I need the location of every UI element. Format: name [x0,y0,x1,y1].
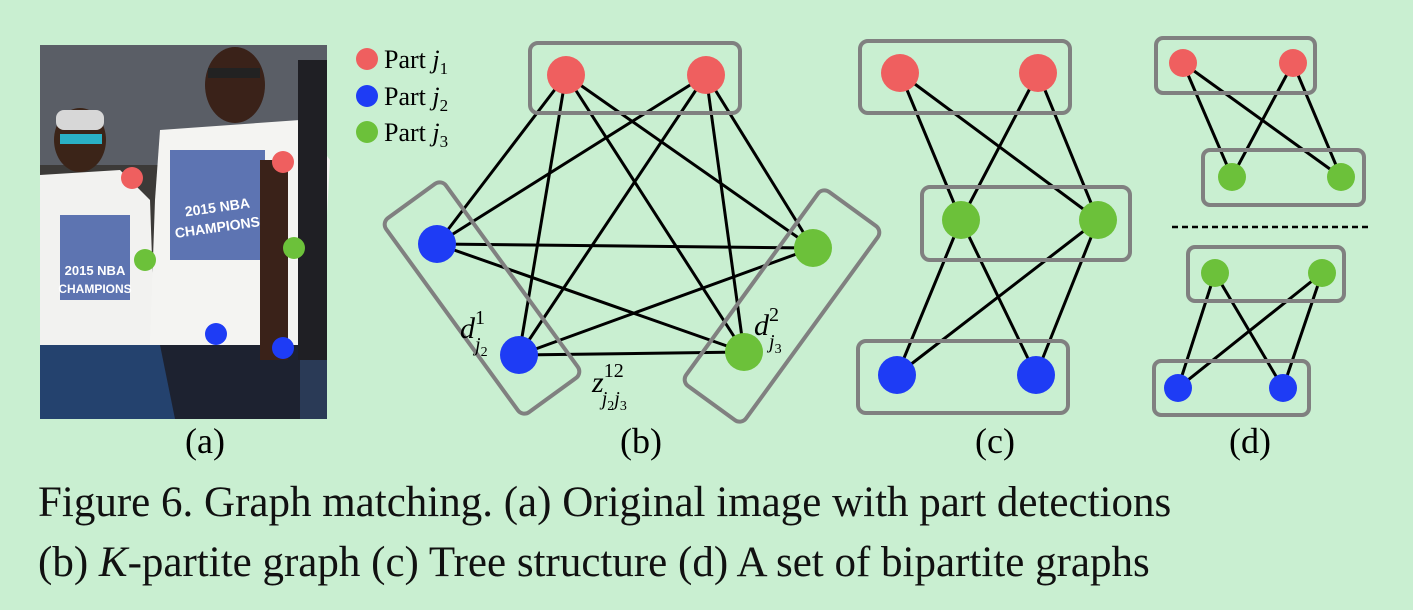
photo-detection-j1-left [121,167,143,189]
group-box-j2 [382,180,582,416]
panel-label-a: (a) [185,421,225,461]
tree-node-j3-b [1079,201,1117,239]
photo-detection-j3-left [134,249,156,271]
caption-line-2-post: -partite graph (c) Tree structure (d) A … [127,539,1150,586]
node-j3-a [794,229,832,267]
tree-node-j1-a [881,54,919,92]
caption-line-2-pre: (b) [38,539,99,586]
photo-detection-j1-right [272,151,294,173]
photo-detection-j2-right [272,337,294,359]
panel-label-d: (d) [1229,421,1271,461]
bip-top-node-j3-b [1327,163,1355,191]
legend-item-j2: Part j2 [356,82,448,115]
legend: Part j1 Part j2 Part j3 [356,45,448,151]
bip-bottom-box-j3 [1186,245,1346,303]
bip-bottom-node-j2-a [1164,374,1192,402]
shirt-text-2: CHAMPIONS [58,282,131,296]
legend-item-j1: Part j1 [356,45,448,78]
bip-bottom-box-j2 [1152,359,1311,417]
tree-node-j1-b [1019,54,1057,92]
node-j1-a [547,56,585,94]
caption-line-1: Figure 6. Graph matching. (a) Original i… [38,479,1172,526]
node-j2-b [500,336,538,374]
shirt-text-1: 2015 NBA [65,263,126,278]
bipartite-graphs [1152,36,1368,417]
tree-node-j2-a [878,356,916,394]
svg-text:Part j1: Part j1 [384,45,448,78]
panel-labels: (a) (b) (c) (d) [185,421,1271,461]
tree-structure-graph [856,39,1132,415]
node-j1-b [687,56,725,94]
tree-edges [895,71,1100,377]
svg-text:Part j2: Part j2 [384,82,448,115]
tree-box-j1 [858,39,1072,115]
bip-top-box-j3 [1201,148,1366,207]
bip-bottom-node-j3-b [1308,259,1336,287]
bip-top-node-j3-a [1218,163,1246,191]
bip-top-box-j1 [1154,36,1317,95]
tree-node-j2-b [1017,356,1055,394]
figure-graphics: 2015 NBA CHAMPIONS 2015 NBA CHAMPIONS Pa… [40,36,1368,461]
caption-k-symbol: K [98,539,128,586]
legend-item-j3: Part j3 [356,118,448,151]
photo-panel: 2015 NBA CHAMPIONS 2015 NBA CHAMPIONS [40,45,330,419]
bip-bottom-node-j3-a [1201,259,1229,287]
node-j3-b [725,333,763,371]
node-j2-a [418,225,456,263]
tree-box-j3 [920,185,1132,262]
bip-top-node-j1-a [1169,49,1197,77]
group-box-j1 [528,41,742,115]
tree-node-j3-a [942,201,980,239]
tree-box-j2 [856,339,1070,415]
panel-label-b: (b) [620,421,662,461]
svg-text:Part j3: Part j3 [384,118,448,151]
group-box-j3 [682,188,882,424]
bipartite-bottom-edges [1176,271,1324,390]
photo-detection-j3-right [283,237,305,259]
panel-label-c: (c) [975,421,1015,461]
photo-detection-j2-left [205,323,227,345]
bip-top-node-j1-b [1279,49,1307,77]
bipartite-top-edges [1181,61,1343,179]
bip-bottom-node-j2-b [1269,374,1297,402]
caption-line-2: (b) K-partite graph (c) Tree structure (… [38,538,1398,588]
